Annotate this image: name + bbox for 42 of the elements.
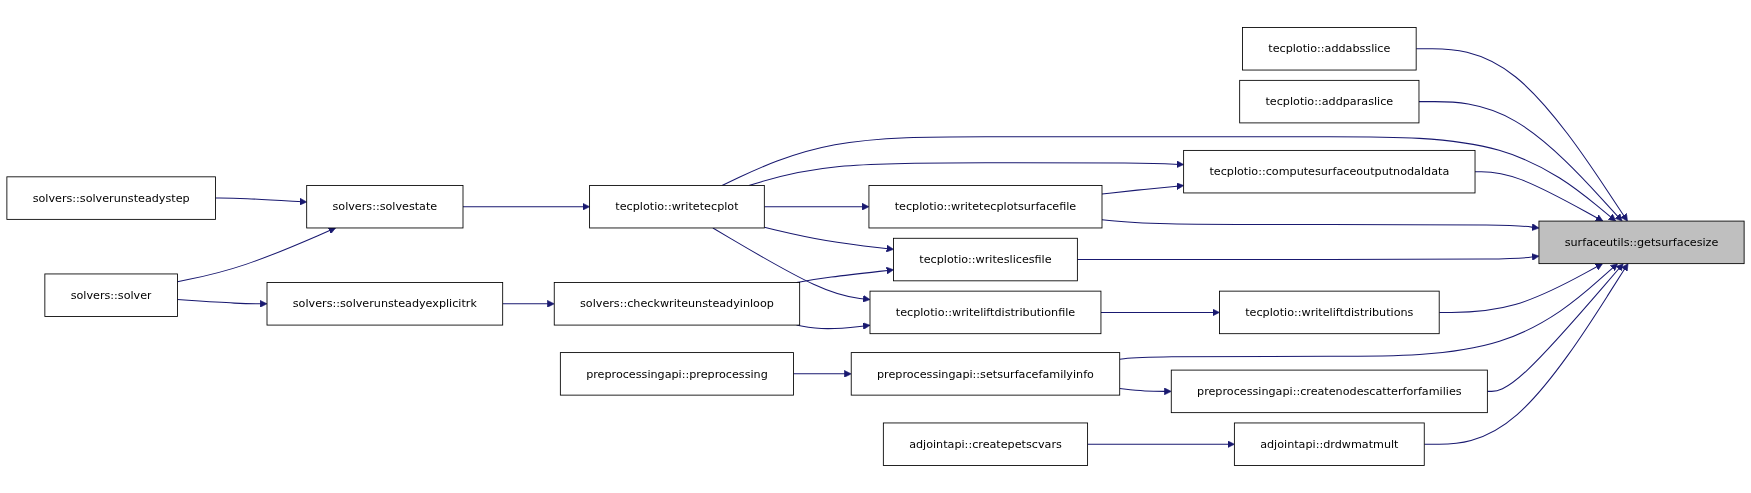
node-box: adjointapi::drdwmatmult — [1233, 422, 1425, 466]
arrow — [1101, 182, 1184, 195]
arrow — [176, 299, 268, 308]
arrow — [1101, 219, 1540, 231]
arrow — [712, 227, 871, 303]
arrow — [1423, 263, 1629, 445]
arrow — [721, 136, 1617, 222]
arrow — [502, 300, 555, 308]
arrow — [763, 226, 894, 253]
arrow — [462, 202, 590, 211]
node-box: tecplotio::writetecplot — [589, 185, 765, 229]
node-box: solvers::solverunsteadyexplicitrk — [266, 282, 504, 326]
node-box: solvers::solver — [44, 273, 178, 317]
node-box: tecplotio::computesurfaceoutputnodaldata — [1183, 149, 1476, 194]
node-box: tecplotio::writeslicesfile — [893, 237, 1078, 282]
node-box: tecplotio::addparaslice — [1239, 79, 1420, 124]
node-box: preprocessingapi::preprocessing — [559, 352, 794, 396]
node-box: adjointapi::createpetscvars — [882, 422, 1088, 466]
arrow — [1119, 263, 1618, 360]
node-box: solvers::solverunsteadystep — [6, 176, 216, 220]
node-box: surfaceutils::getsurfacesize — [1538, 220, 1745, 265]
arrow — [1076, 253, 1540, 261]
arrow — [1087, 440, 1235, 448]
node-box: tecplotio::writeliftdistributionfile — [869, 290, 1102, 335]
node-box: tecplotio::addabsslice — [1242, 27, 1417, 71]
node-box: tecplotio::writetecplotsurfacefile — [868, 185, 1103, 229]
node-box: preprocessingapi::setsurfacefamilyinfo — [850, 352, 1121, 396]
arrow — [1438, 263, 1603, 313]
node-box: tecplotio::writeliftdistributions — [1219, 290, 1440, 335]
node-box: preprocessingapi::createnodescatterforfamilies — [1170, 369, 1488, 414]
arrow — [1415, 48, 1628, 222]
arrow — [763, 202, 870, 211]
arrow — [176, 227, 336, 283]
arrow — [793, 370, 852, 378]
node-box: solvers::solvestate — [306, 185, 464, 229]
arrow — [1474, 171, 1604, 222]
node-box: solvers::checkwriteunsteadyinloop — [553, 282, 801, 326]
arrow — [1100, 308, 1220, 317]
arrow — [1418, 101, 1623, 222]
arrow — [1486, 263, 1624, 392]
arrow — [214, 197, 308, 206]
arrow — [1119, 387, 1172, 396]
